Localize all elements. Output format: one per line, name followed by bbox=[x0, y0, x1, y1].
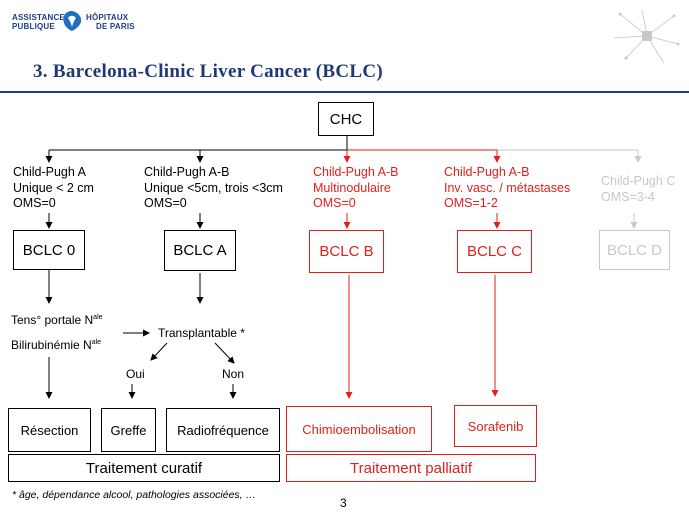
treatment-label: Sorafenib bbox=[467, 418, 524, 434]
logo-text-right: HÔPITAUX DE PARIS bbox=[86, 13, 135, 31]
title-rule bbox=[0, 91, 689, 93]
criteria-line: Child-Pugh C bbox=[601, 174, 676, 188]
stage-label: BCLC 0 bbox=[22, 241, 76, 259]
arrow-to-oui bbox=[150, 342, 168, 361]
treatment-label: Chimioembolisation bbox=[302, 421, 416, 437]
aphp-logo-icon bbox=[63, 11, 82, 31]
group-label: Traitement curatif bbox=[85, 459, 203, 477]
condition-text: Tens° portale N bbox=[11, 313, 94, 327]
slide-title: 3. Barcelona-Clinic Liver Cancer (BCLC) bbox=[33, 61, 383, 82]
root-label: CHC bbox=[329, 110, 363, 128]
treatment-label: Greffe bbox=[110, 422, 147, 438]
condition-bilirubinemie: Bilirubinémie Nale bbox=[11, 338, 101, 352]
treatment-box-greffe: Greffe bbox=[101, 408, 156, 452]
logo-text-left: ASSISTANCE PUBLIQUE bbox=[12, 13, 65, 31]
stage-box-bclc-d: BCLC D bbox=[599, 230, 670, 270]
network-decoration-icon bbox=[613, 9, 680, 64]
group-box-curatif: Traitement curatif bbox=[8, 454, 280, 482]
group-label: Traitement palliatif bbox=[350, 459, 472, 477]
logo-line: DE PARIS bbox=[96, 22, 135, 31]
stage-label: BCLC B bbox=[319, 243, 374, 260]
treatment-label: Résection bbox=[20, 422, 79, 438]
stage-label: BCLC C bbox=[466, 243, 522, 260]
treatment-box-sorafenib: Sorafenib bbox=[454, 405, 537, 447]
condition-transplantable: Transplantable * bbox=[158, 326, 245, 340]
criteria-line: Multinodulaire bbox=[313, 180, 391, 195]
root-box-chc: CHC bbox=[318, 102, 374, 136]
treatment-box-chimioembolisation: Chimioembolisation bbox=[286, 406, 432, 452]
criteria-line: OMS=1-2 bbox=[444, 196, 498, 210]
treatment-label: Radiofréquence bbox=[177, 422, 269, 438]
criteria-line: Unique <5cm, trois <3cm bbox=[144, 180, 283, 195]
treatment-box-resection: Résection bbox=[8, 408, 91, 452]
logo-line: PUBLIQUE bbox=[12, 22, 55, 31]
criteria-line: Unique < 2 cm bbox=[13, 180, 94, 195]
group-box-palliatif: Traitement palliatif bbox=[286, 454, 536, 482]
criteria-line: Child-Pugh A-B bbox=[313, 165, 399, 179]
treatment-box-radiofrequence: Radiofréquence bbox=[166, 408, 280, 452]
condition-superscript: ale bbox=[91, 339, 102, 346]
criteria-line: Inv. vasc. / métastases bbox=[444, 180, 571, 195]
branch-label-non: Non bbox=[222, 367, 245, 381]
criteria-bclc-d: Child-Pugh C OMS=3-4 bbox=[601, 174, 675, 205]
condition-superscript: ale bbox=[93, 314, 103, 321]
criteria-line: OMS=0 bbox=[144, 196, 187, 210]
criteria-line: OMS=0 bbox=[313, 196, 356, 210]
stage-box-bclc-b: BCLC B bbox=[309, 230, 384, 273]
criteria-line: Child-Pugh A-B bbox=[444, 165, 530, 179]
logo-line: ASSISTANCE bbox=[12, 13, 65, 22]
criteria-line: OMS=0 bbox=[13, 196, 56, 210]
stage-box-bclc-0: BCLC 0 bbox=[13, 230, 85, 270]
criteria-line: Child-Pugh A bbox=[13, 165, 86, 179]
logo-line: HÔPITAUX bbox=[86, 13, 129, 22]
branch-label-oui: Oui bbox=[126, 367, 145, 381]
criteria-bclc-a: Child-Pugh A-B Unique <5cm, trois <3cm O… bbox=[144, 165, 283, 212]
stage-label: BCLC D bbox=[606, 241, 662, 259]
stage-box-bclc-c: BCLC C bbox=[457, 230, 532, 273]
stage-box-bclc-a: BCLC A bbox=[164, 230, 236, 271]
criteria-bclc-0: Child-Pugh A Unique < 2 cm OMS=0 bbox=[13, 165, 94, 212]
criteria-line: OMS=3-4 bbox=[601, 189, 655, 204]
criteria-bclc-c: Child-Pugh A-B Inv. vasc. / métastases O… bbox=[444, 165, 570, 212]
stage-label: BCLC A bbox=[173, 242, 227, 259]
condition-tens-portale: Tens° portale Nale bbox=[11, 313, 103, 327]
footnote: * âge, dépendance alcool, pathologies as… bbox=[12, 489, 257, 501]
criteria-line: Child-Pugh A-B bbox=[144, 165, 230, 179]
page-number: 3 bbox=[340, 496, 347, 510]
criteria-bclc-b: Child-Pugh A-B Multinodulaire OMS=0 bbox=[313, 165, 398, 212]
arrow-to-non bbox=[214, 342, 235, 364]
condition-text: Bilirubinémie N bbox=[11, 338, 92, 352]
